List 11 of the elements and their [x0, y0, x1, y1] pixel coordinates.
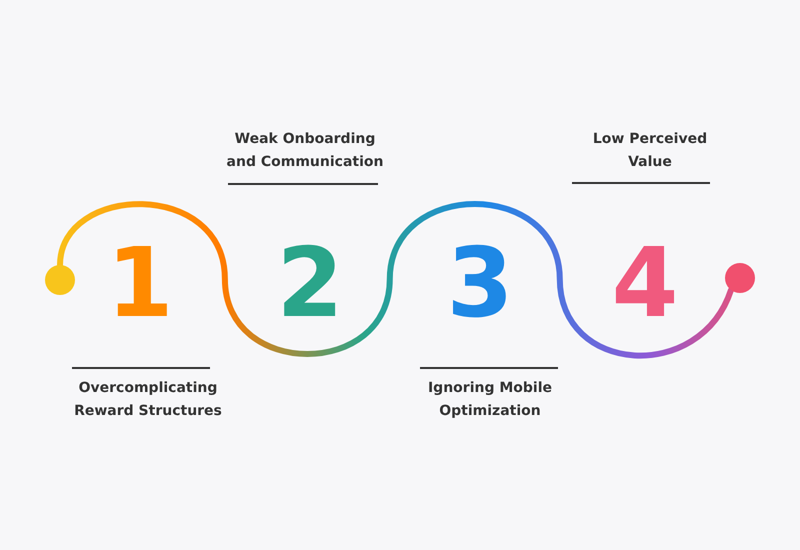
step-label: Low Perceived Value [592, 130, 708, 172]
step-number: 2 [276, 233, 344, 333]
step-number: 4 [610, 233, 680, 333]
step-number: 1 [106, 233, 174, 333]
step-number: 3 [446, 233, 514, 333]
step-label: Weak Onboarding and Communication [226, 130, 384, 172]
endpoint-dot [45, 265, 75, 295]
step-label: Overcomplicating Reward Structures [73, 379, 223, 421]
step-label: Ignoring Mobile Optimization [426, 379, 554, 421]
endpoint-dot [725, 263, 755, 293]
wave-line [57, 201, 734, 358]
